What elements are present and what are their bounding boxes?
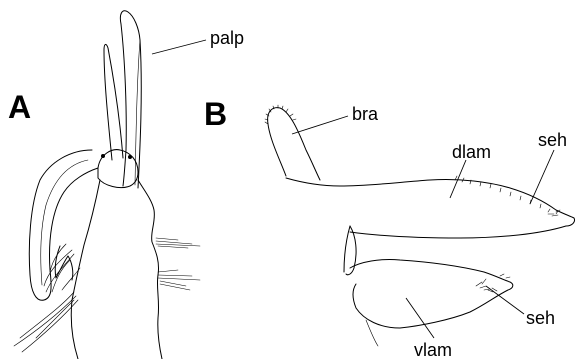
panel-a-letter: A <box>8 89 31 125</box>
panel-b-letter: B <box>204 96 227 132</box>
antenna-drawing <box>104 44 123 160</box>
dorsal-lamella-setae <box>455 176 558 214</box>
palp-label: palp <box>210 28 244 48</box>
ventral-lamella-setae <box>476 274 510 292</box>
bra-leader-line <box>292 116 348 134</box>
body-a-drawing <box>71 180 162 359</box>
palp-leader-line <box>152 40 206 54</box>
dorsal-lamella-drawing <box>286 178 575 238</box>
setae-a-right <box>156 238 200 290</box>
seh-upper-label: seh <box>538 130 567 150</box>
branchia-a-drawing <box>29 150 98 300</box>
vlam-label: vlam <box>414 340 452 359</box>
branchia-b-drawing <box>268 108 320 180</box>
palp-drawing <box>120 11 141 188</box>
seh-lower-label: seh <box>526 308 555 328</box>
eye-right <box>128 155 132 159</box>
vlam-leader-line <box>406 298 434 338</box>
seh-upper-leader-line <box>530 150 554 204</box>
eye-left <box>101 154 105 158</box>
panel-a: A palp <box>8 11 244 359</box>
bra-label: bra <box>352 104 379 124</box>
panel-b: B bra dlam seh seh vlam <box>204 96 575 359</box>
dlam-label: dlam <box>452 142 491 162</box>
ventral-lamella-drawing <box>346 226 513 328</box>
